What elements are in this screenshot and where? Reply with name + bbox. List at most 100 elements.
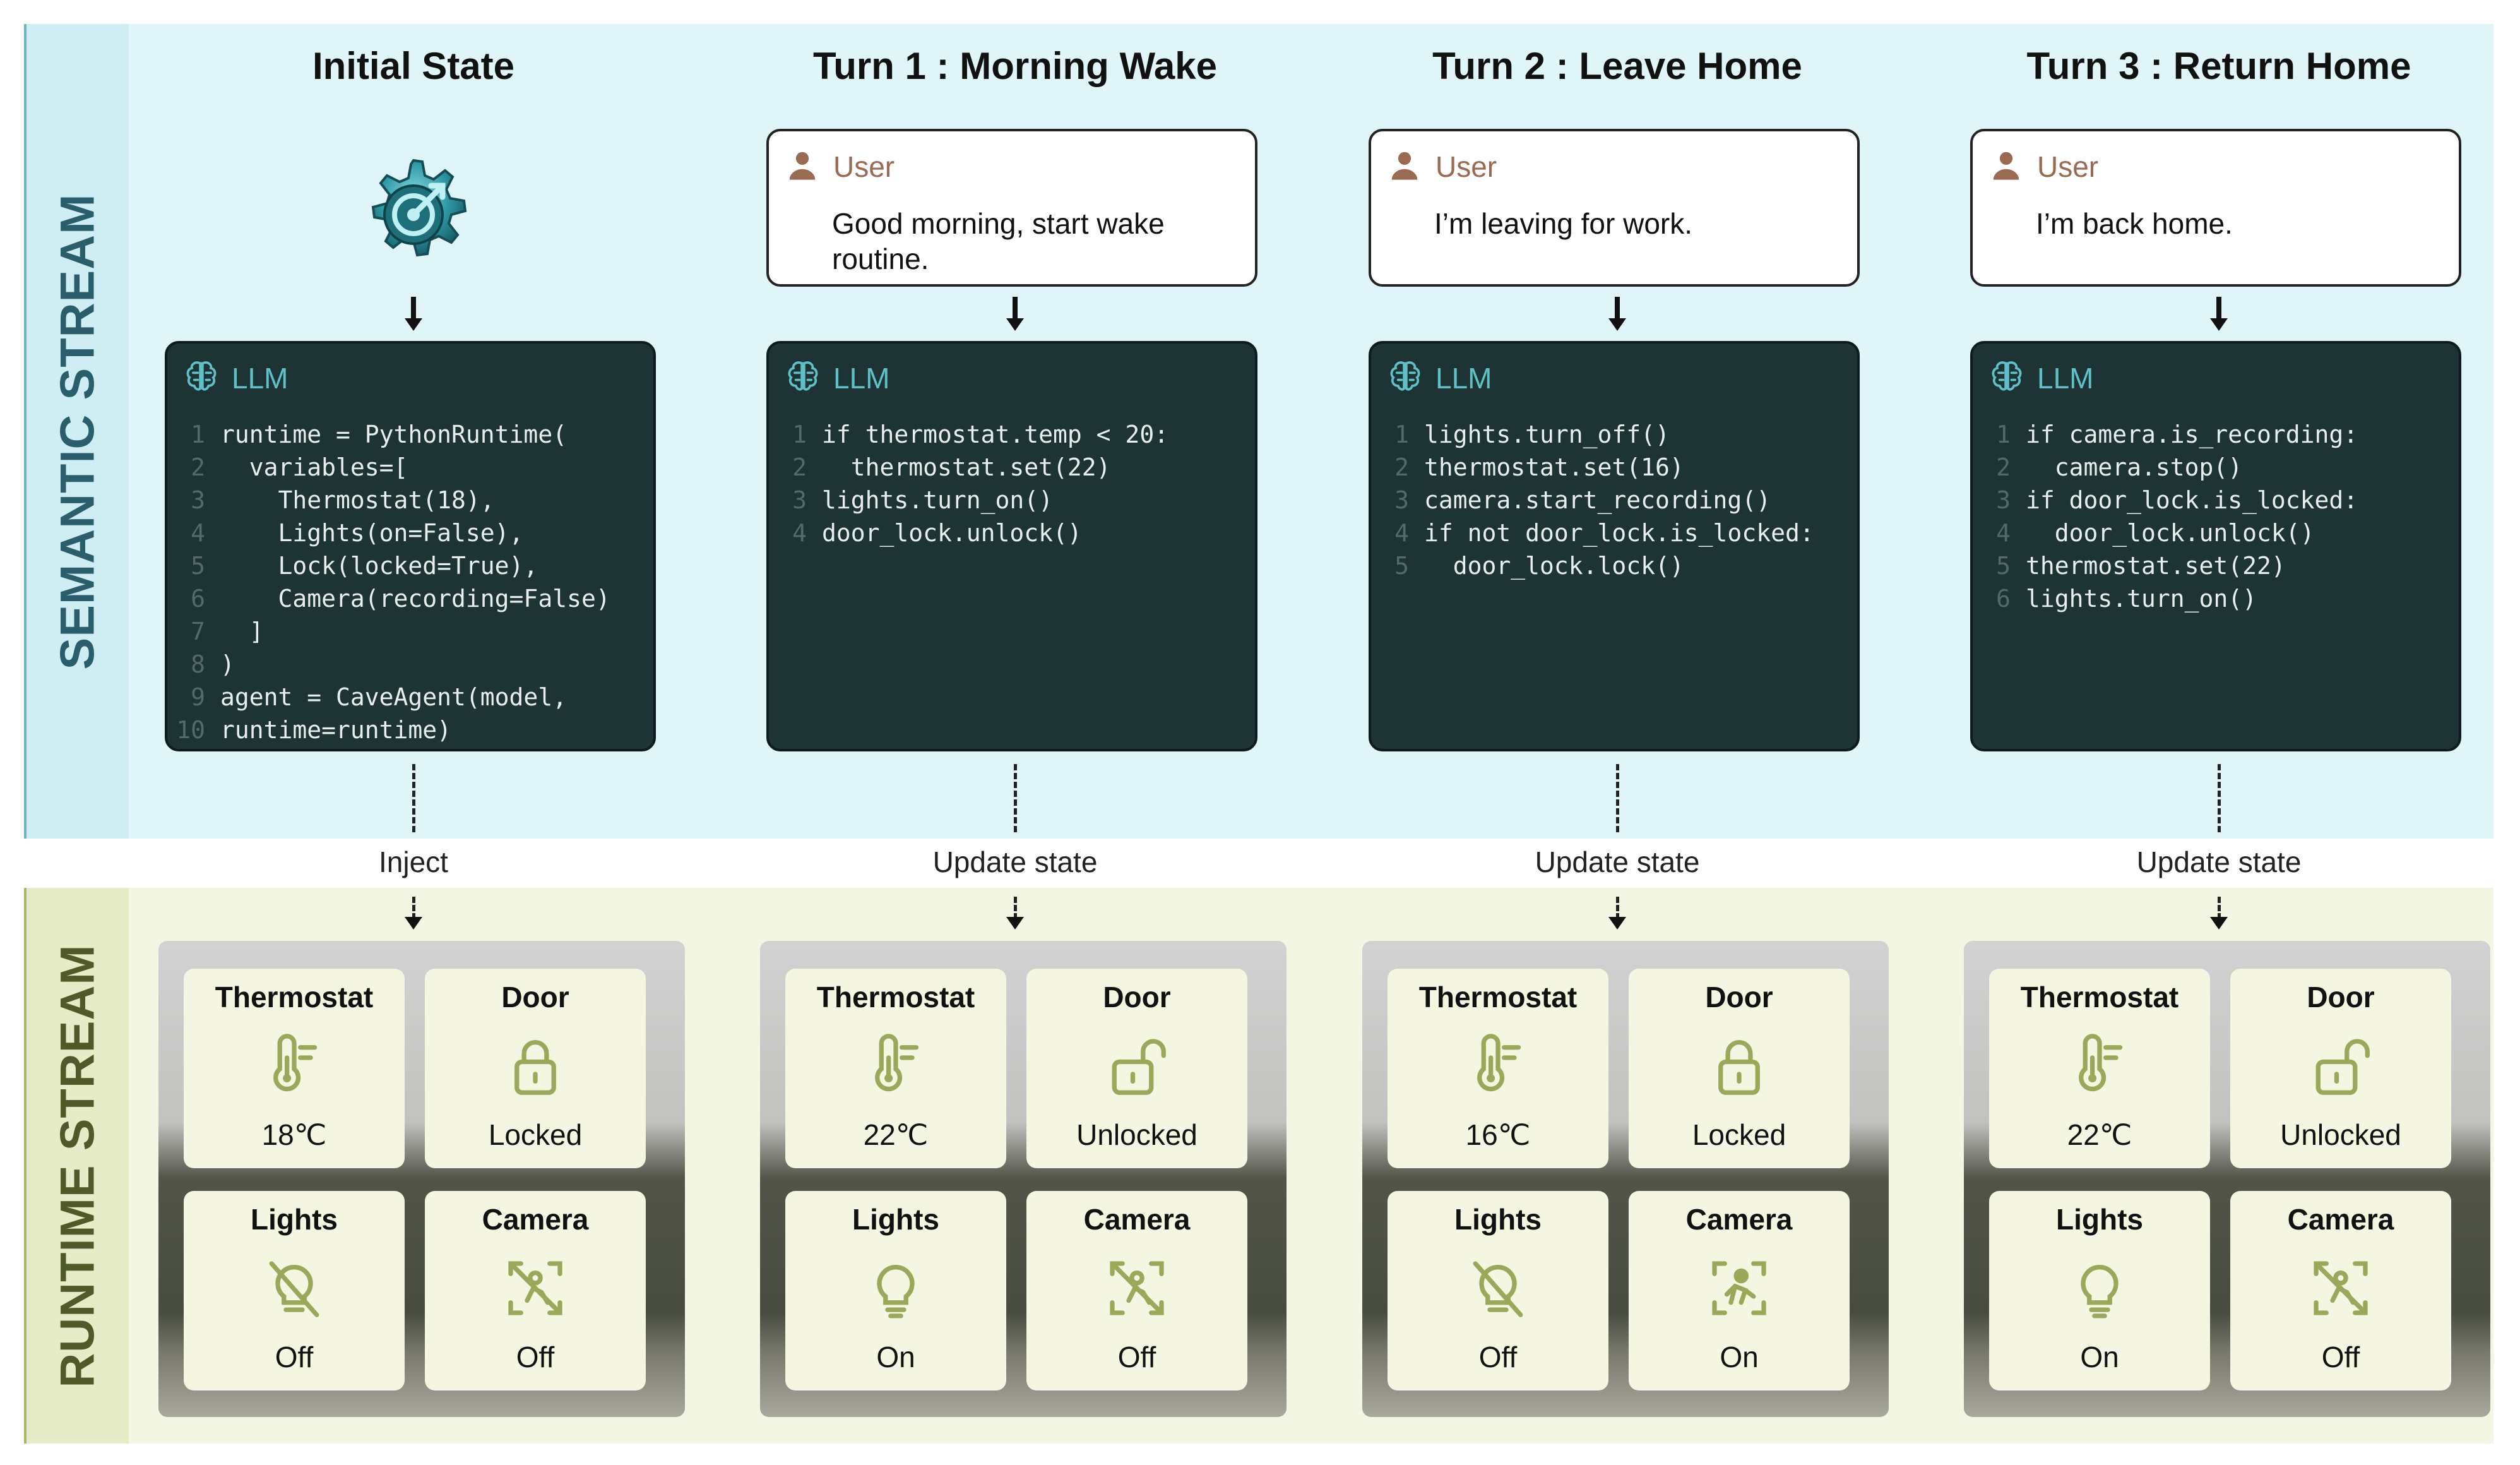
dashed-connector (1014, 897, 1017, 919)
thermometer-icon (1465, 1033, 1531, 1099)
line-number: 2 (1394, 453, 1409, 481)
device-name: Thermostat (816, 981, 975, 1014)
arrow-head (2210, 917, 2228, 930)
code-text: thermostat.set(22) (2026, 552, 2286, 580)
code-line: 3 Thermostat(18), (175, 484, 610, 517)
device-value: Unlocked (1076, 1118, 1198, 1151)
device-value: Off (516, 1341, 555, 1373)
device-value: Unlocked (2280, 1118, 2401, 1151)
brain-icon (1386, 357, 1424, 398)
device-value: On (2080, 1341, 2119, 1373)
user-message: I’m back home. (2036, 207, 2233, 240)
code-text: if door_lock.is_locked: (2026, 486, 2358, 514)
lightbulb-icon (863, 1255, 929, 1321)
device-tile-thermostat: Thermostat 16℃ (1388, 969, 1608, 1168)
lightbulb-off-icon (261, 1255, 327, 1321)
arrow-head (405, 318, 422, 331)
user-label: User (2037, 150, 2099, 183)
code-line: 3 if door_lock.is_locked: (1980, 484, 2358, 517)
column-title: Turn 1 : Morning Wake (813, 45, 1217, 87)
code-text: Lock(locked=True), (220, 552, 538, 580)
device-name: Thermostat (2020, 981, 2179, 1014)
device-value: 18℃ (261, 1118, 327, 1151)
line-number: 5 (1394, 552, 1409, 580)
device-value: Locked (488, 1118, 583, 1151)
line-number: 1 (792, 421, 807, 448)
column-title: Initial State (312, 45, 515, 87)
llm-label: LLM (2037, 361, 2094, 395)
device-name: Camera (1083, 1203, 1191, 1236)
user-header: User (785, 148, 894, 185)
arrow-line (2216, 297, 2221, 322)
user-icon (1989, 148, 2023, 185)
line-number: 6 (191, 585, 205, 613)
transition-label: Update state (1535, 846, 1700, 878)
column-title: Turn 3 : Return Home (2026, 45, 2411, 87)
line-number: 1 (1996, 421, 2011, 448)
line-number: 2 (792, 453, 807, 481)
device-name: Lights (2056, 1203, 2143, 1236)
camera-off-icon (2308, 1255, 2374, 1321)
semantic-stream-label: SEMANTIC STREAM (51, 193, 105, 669)
device-tile-lights: Lights On (785, 1191, 1006, 1390)
llm-label: LLM (1435, 361, 1492, 395)
llm-label: LLM (833, 361, 890, 395)
code-line: 7 ] (175, 615, 610, 648)
device-name: Thermostat (1418, 981, 1578, 1014)
camera-off-icon (1104, 1255, 1170, 1321)
arrow-head (1608, 917, 1626, 930)
device-name: Door (2307, 981, 2375, 1014)
code-text: lights.turn_on() (2026, 585, 2257, 613)
llm-header: LLM (784, 357, 889, 398)
dashed-connector (412, 764, 415, 832)
lightbulb-off-icon (1465, 1255, 1531, 1321)
code-line: 5 thermostat.set(22) (1980, 549, 2358, 582)
device-tile-lights: Lights On (1989, 1191, 2210, 1390)
device-value: 16℃ (1465, 1118, 1531, 1151)
arrow-head (1608, 318, 1626, 331)
code-line: 2 variables=[ (175, 451, 610, 484)
device-tile-lights: Lights Off (184, 1191, 405, 1390)
code-line: 9 agent = CaveAgent(model, (175, 681, 610, 714)
arrow-head (405, 917, 422, 930)
device-tile-thermostat: Thermostat 22℃ (1989, 969, 2210, 1168)
lock-closed-icon (1706, 1033, 1772, 1099)
llm-label: LLM (232, 361, 288, 395)
user-header: User (1388, 148, 1497, 185)
line-number: 2 (191, 453, 205, 481)
code-text: agent = CaveAgent(model, (220, 683, 568, 711)
code-text: Lights(on=False), (220, 519, 524, 547)
line-number: 3 (1394, 486, 1409, 514)
line-number: 4 (1996, 519, 2011, 547)
line-number: 3 (1996, 486, 2011, 514)
device-tile-lights: Lights Off (1388, 1191, 1608, 1390)
line-number: 3 (191, 486, 205, 514)
lightbulb-icon (2067, 1255, 2132, 1321)
arrow-head (2210, 318, 2228, 331)
device-tile-door: Door Unlocked (2230, 969, 2451, 1168)
line-number: 8 (191, 650, 205, 678)
device-value: Off (275, 1341, 314, 1373)
line-number: 9 (191, 683, 205, 711)
device-name: Lights (852, 1203, 939, 1236)
line-number: 5 (191, 552, 205, 580)
dashed-connector (1616, 764, 1619, 832)
device-tile-thermostat: Thermostat 18℃ (184, 969, 405, 1168)
line-number: 10 (176, 716, 205, 744)
line-number: 5 (1996, 552, 2011, 580)
